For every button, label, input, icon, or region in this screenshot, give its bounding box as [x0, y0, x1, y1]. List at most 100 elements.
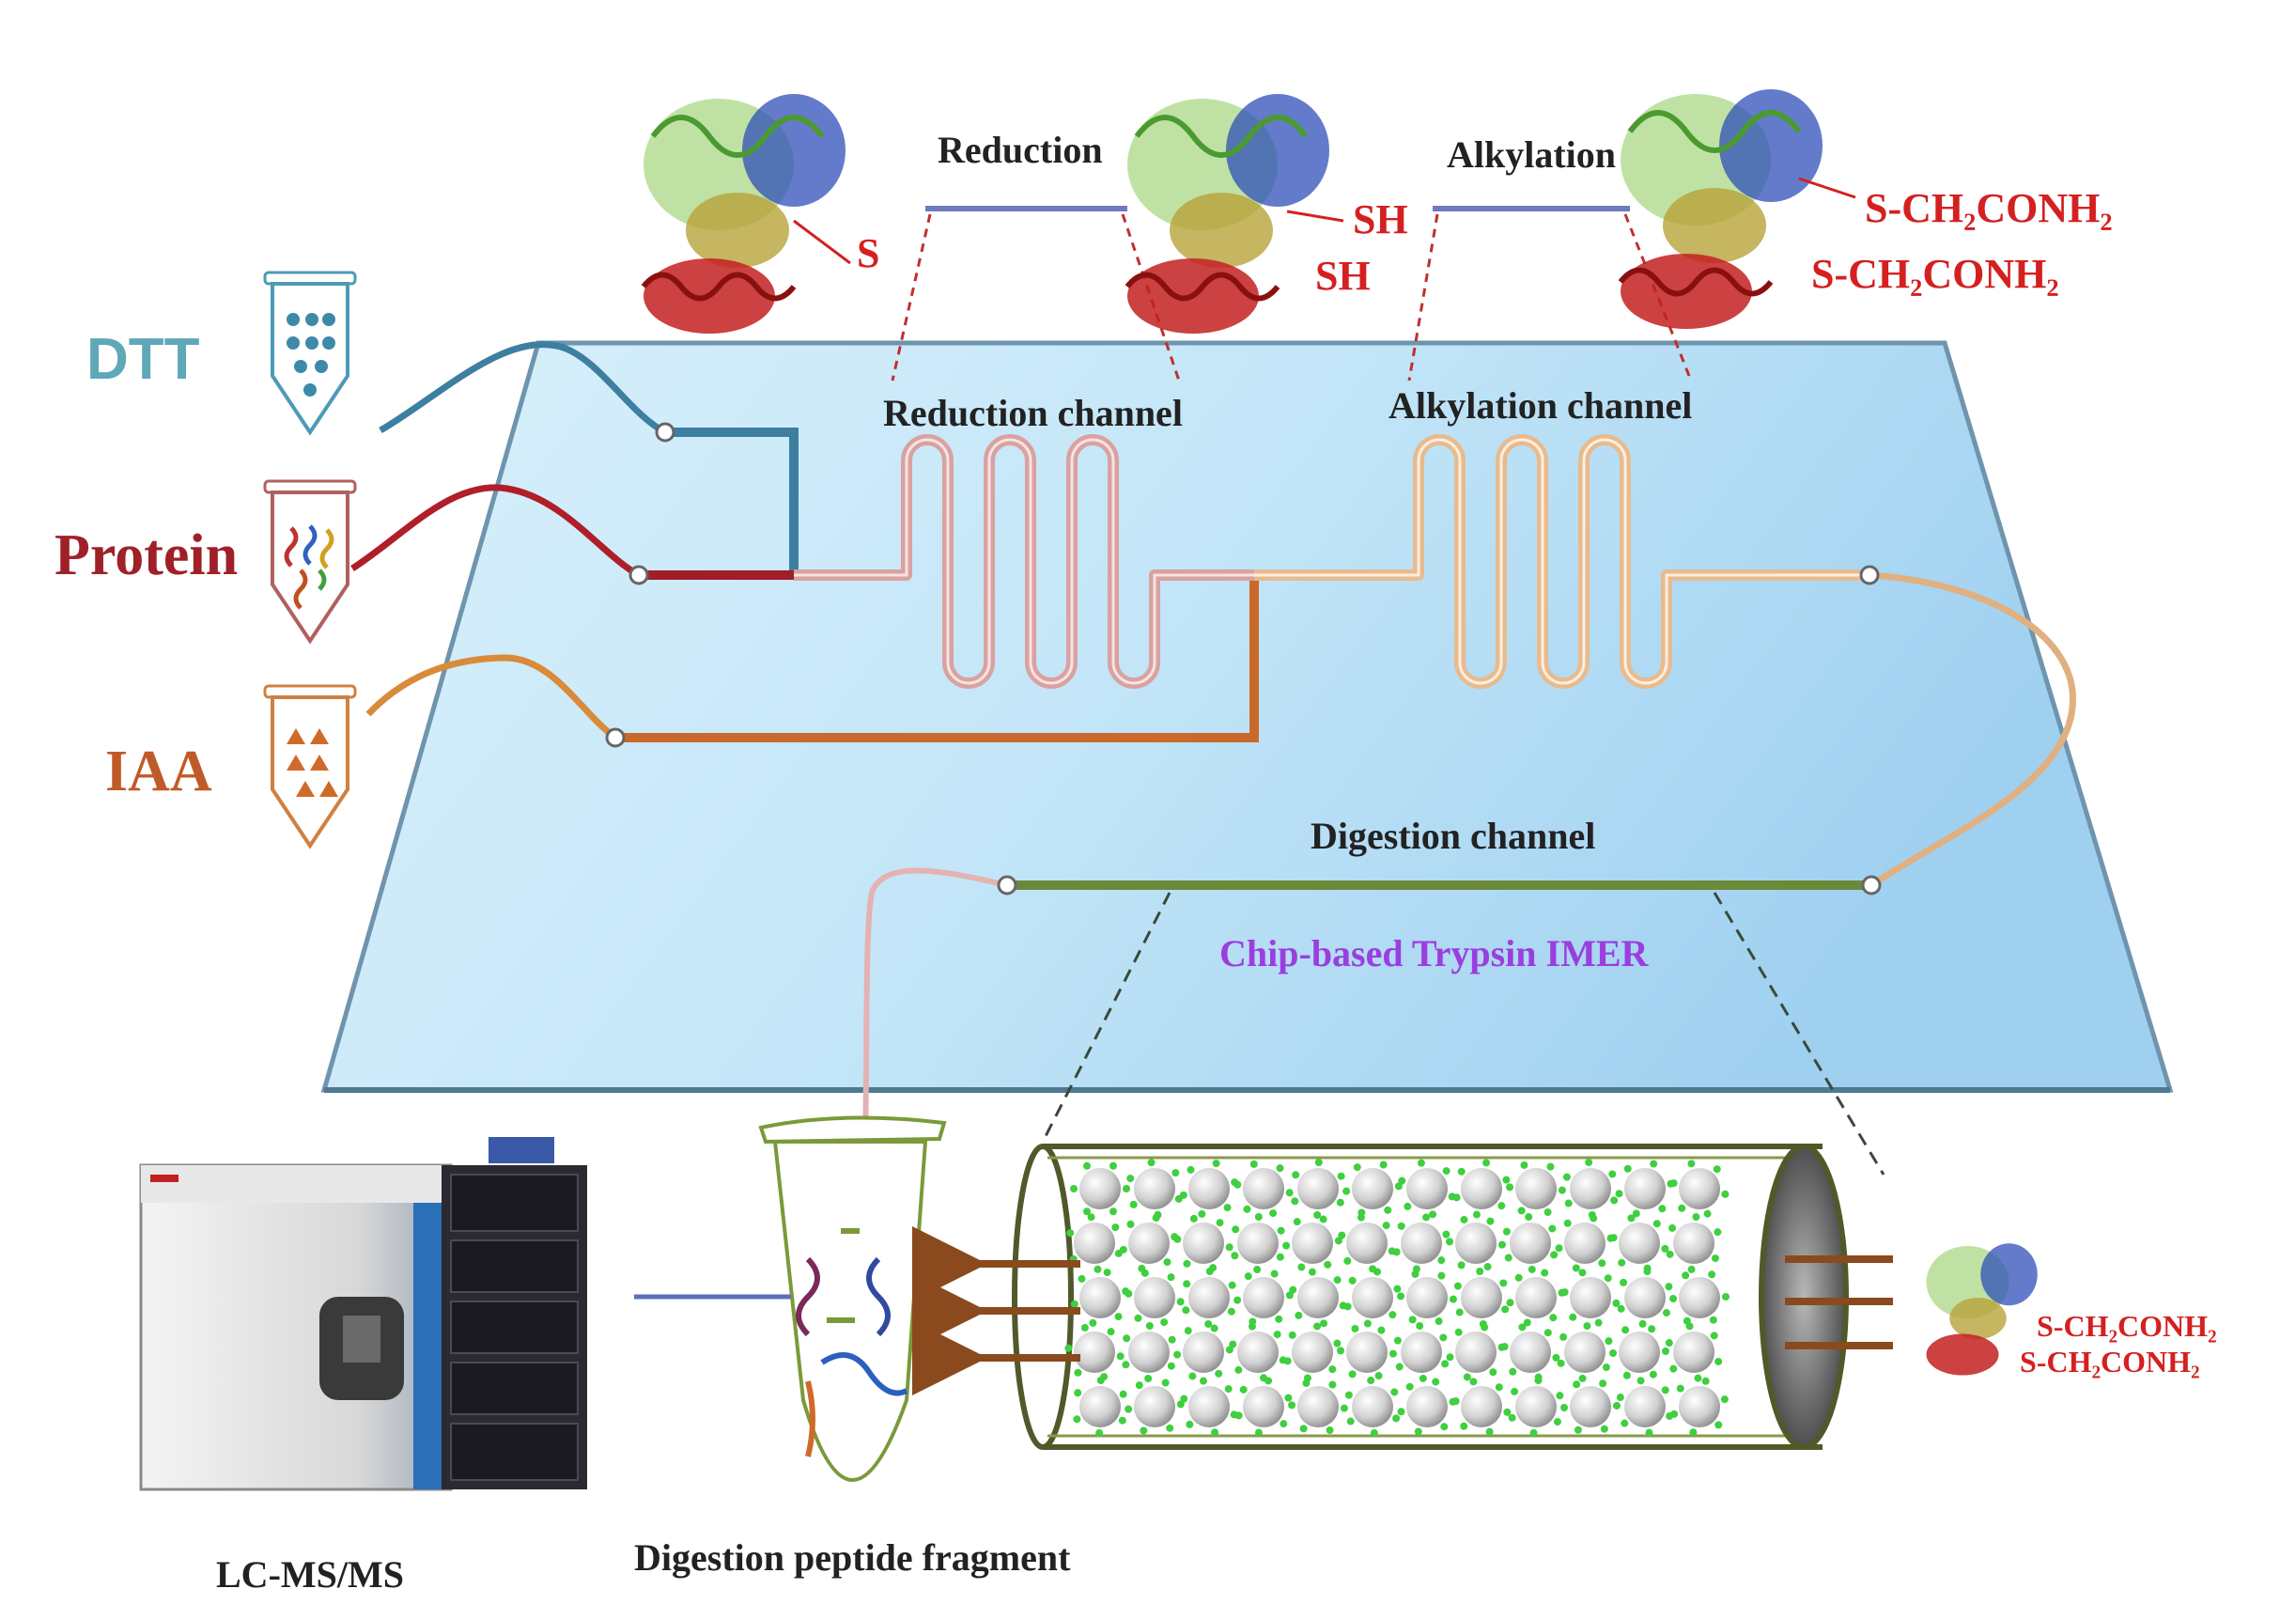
trypsin-dot — [1147, 1159, 1156, 1167]
trypsin-dot — [1504, 1254, 1513, 1262]
trypsin-dot — [1388, 1311, 1397, 1319]
monolith-bead — [1183, 1223, 1224, 1264]
monolith-bead — [1679, 1277, 1720, 1318]
trypsin-dot — [1273, 1331, 1281, 1339]
monolith-bead — [1074, 1332, 1115, 1373]
monolith-bead — [1079, 1168, 1121, 1209]
trypsin-dot — [1514, 1273, 1523, 1282]
transfer-tubing — [1869, 571, 2076, 888]
callout-lines — [891, 213, 1693, 382]
monolith-bead — [1461, 1168, 1502, 1209]
trypsin-dot — [1253, 1265, 1262, 1273]
trypsin-dot — [1489, 1368, 1497, 1377]
trypsin-dot — [1694, 1374, 1702, 1382]
trypsin-dot — [1523, 1318, 1531, 1327]
trypsin-dot — [1243, 1205, 1251, 1213]
trypsin-dot — [1658, 1205, 1667, 1213]
trypsin-dot — [1612, 1299, 1621, 1307]
trypsin-dot — [1397, 1408, 1405, 1416]
trypsin-dot — [1649, 1370, 1657, 1379]
trypsin-dot — [1270, 1270, 1279, 1278]
trypsin-dot — [1573, 1380, 1581, 1389]
monolith-bead — [1679, 1168, 1720, 1209]
trypsin-dot — [1550, 1251, 1559, 1259]
trypsin-dot — [1357, 1213, 1365, 1222]
trypsin-dot — [1363, 1319, 1372, 1328]
trypsin-dot — [1302, 1379, 1311, 1387]
trypsin-dot — [1249, 1160, 1258, 1168]
trypsin-dot — [1408, 1316, 1417, 1324]
monolith-bead — [1297, 1168, 1339, 1209]
trypsin-dot — [1708, 1270, 1716, 1279]
trypsin-dot — [1336, 1198, 1344, 1207]
trypsin-dot — [1232, 1225, 1240, 1234]
dtt-label: DTT — [86, 327, 200, 392]
monolith-bead — [1346, 1223, 1388, 1264]
trypsin-dot — [1721, 1292, 1730, 1301]
monolith-bead — [1292, 1223, 1333, 1264]
trypsin-dot — [1343, 1302, 1352, 1311]
trypsin-dot — [1333, 1339, 1342, 1347]
trypsin-dot — [1569, 1313, 1577, 1321]
trypsin-dot — [1687, 1160, 1696, 1168]
trypsin-dot — [1437, 1271, 1446, 1280]
trypsin-dot — [1254, 1213, 1263, 1222]
trypsin-dot — [1280, 1420, 1288, 1428]
monolith-bead — [1079, 1386, 1121, 1427]
trypsin-dot — [1179, 1191, 1187, 1199]
trypsin-dot — [1544, 1329, 1552, 1337]
trypsin-dot — [1140, 1426, 1148, 1435]
trypsin-dot — [1229, 1340, 1237, 1348]
monolith-bead — [1237, 1332, 1279, 1373]
trypsin-dot — [1670, 1410, 1679, 1418]
trypsin-dot — [1107, 1328, 1115, 1336]
trypsin-dot — [1602, 1363, 1610, 1372]
trypsin-dot — [1720, 1395, 1729, 1404]
monolith-bead — [1128, 1223, 1170, 1264]
monolith-bead — [1455, 1332, 1497, 1373]
trypsin-dot — [1454, 1328, 1463, 1336]
monolith-bead — [1352, 1277, 1393, 1318]
trypsin-dot — [1119, 1245, 1127, 1254]
monolith-bead — [1619, 1223, 1660, 1264]
trypsin-dot — [1411, 1270, 1419, 1278]
trypsin-dot — [1168, 1335, 1176, 1344]
trypsin-dot — [1612, 1401, 1621, 1410]
trypsin-dot — [1393, 1336, 1402, 1345]
trypsin-dot — [1066, 1229, 1075, 1238]
trypsin-dot — [1176, 1400, 1185, 1409]
trypsin-dot — [1520, 1160, 1528, 1169]
monolith-bead — [1624, 1277, 1666, 1318]
monolith-bead — [1183, 1332, 1224, 1373]
trypsin-dot — [1604, 1274, 1612, 1283]
monolith-bead — [1515, 1386, 1557, 1427]
trypsin-dot — [1183, 1280, 1191, 1288]
dtt-tubing — [379, 340, 667, 436]
trypsin-dot — [1288, 1401, 1296, 1410]
lcms-instrument — [139, 1137, 587, 1491]
trypsin-dot — [1555, 1244, 1563, 1253]
trypsin-dot — [1244, 1272, 1252, 1281]
trypsin-dot — [1637, 1377, 1645, 1385]
trypsin-dot — [1486, 1217, 1495, 1225]
trypsin-dot — [1618, 1258, 1626, 1267]
trypsin-dot — [1497, 1240, 1506, 1249]
disulfide-label: S — [857, 230, 880, 276]
trypsin-dot — [1441, 1360, 1450, 1368]
trypsin-dot — [1343, 1256, 1352, 1265]
trypsin-dot — [1160, 1318, 1169, 1327]
trypsin-dot — [1295, 1311, 1303, 1319]
trypsin-dot — [1087, 1213, 1095, 1222]
monolith-bead — [1570, 1168, 1611, 1209]
trypsin-dot — [1269, 1209, 1278, 1218]
trypsin-dot — [1199, 1377, 1207, 1385]
trypsin-dot — [1497, 1202, 1506, 1210]
protein-structure-small — [1926, 1243, 2038, 1376]
trypsin-dot — [1064, 1344, 1073, 1352]
trypsin-dot — [1435, 1317, 1443, 1326]
trypsin-dot — [1528, 1265, 1536, 1273]
trypsin-dot — [1118, 1416, 1126, 1425]
trypsin-dot — [1476, 1268, 1484, 1276]
trypsin-dot — [1617, 1304, 1625, 1313]
